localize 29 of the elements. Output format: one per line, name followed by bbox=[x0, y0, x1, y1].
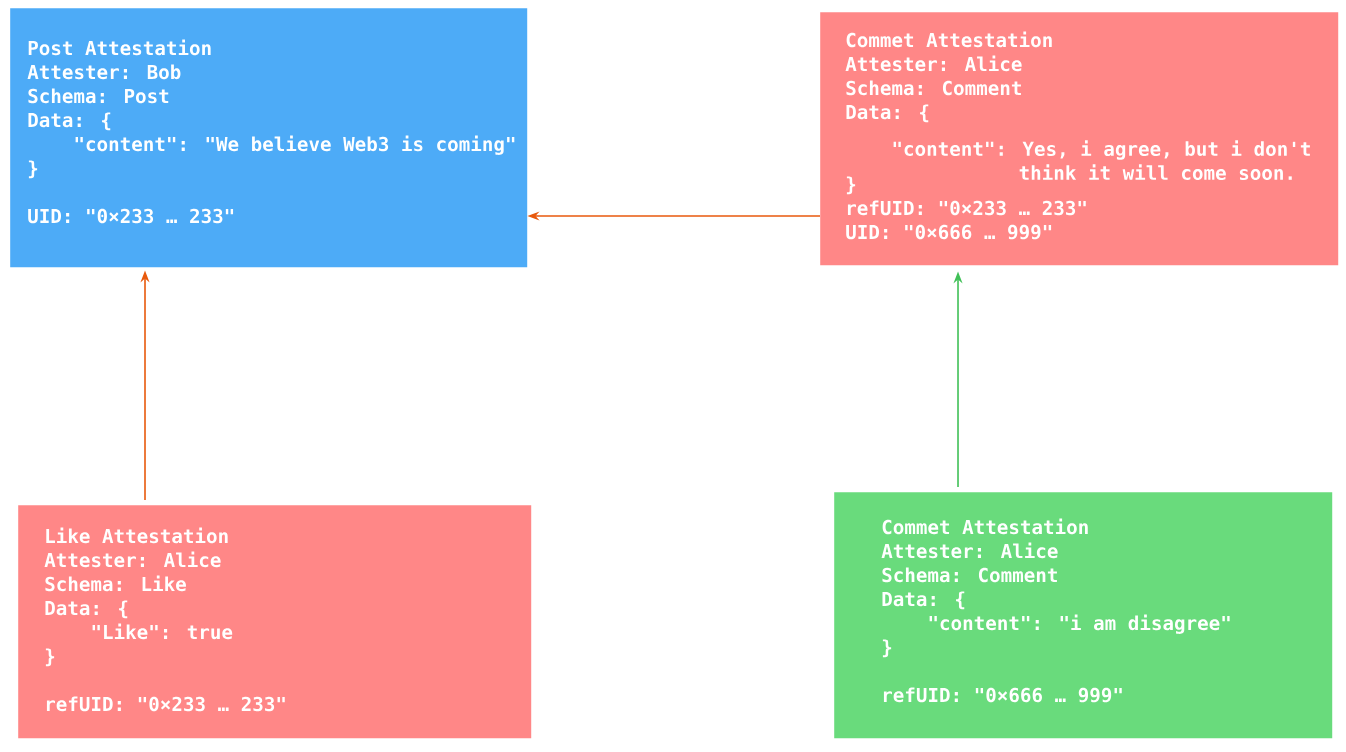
code-line: Data: { bbox=[882, 591, 965, 610]
code-line: } bbox=[882, 639, 892, 658]
code-line: Attester: Bob bbox=[27, 64, 181, 80]
code-line: } bbox=[28, 160, 38, 179]
code-line: Attester: Alice bbox=[881, 542, 1058, 559]
code-line: refUID: "0×233 … 233" bbox=[46, 696, 285, 712]
code-line: refUID: "0×666 … 999" bbox=[883, 687, 1122, 703]
code-line: "content": "i am disagree" bbox=[929, 614, 1230, 634]
code-line: "Like": true bbox=[92, 623, 233, 640]
code-line: Commet Attestation bbox=[882, 518, 1088, 535]
code-line: Like Attestation bbox=[46, 527, 228, 544]
code-line: Data: { bbox=[45, 600, 128, 619]
code-line: refUID: "0×233 … 233" bbox=[847, 200, 1086, 216]
code-line: Schema: Comment bbox=[882, 567, 1057, 583]
code-line: Data: { bbox=[846, 104, 929, 123]
code-line: "content": Yes, i agree, but i don't think it will come soon. bbox=[893, 140, 1310, 181]
code-line: } bbox=[846, 176, 856, 195]
code-line: Attester: Alice bbox=[845, 55, 1022, 72]
code-line: Schema: Comment bbox=[846, 80, 1021, 96]
code-line: Data: { bbox=[28, 112, 111, 131]
code-line: Schema: Post bbox=[28, 88, 169, 104]
code-line: Commet Attestation bbox=[846, 31, 1052, 48]
code-line: "content": "We believe Web3 is coming" bbox=[75, 135, 515, 155]
code-line: Post Attestation bbox=[28, 39, 211, 56]
code-line: UID: "0×233 … 233" bbox=[28, 208, 234, 224]
code-line: UID: "0×666 … 999" bbox=[846, 224, 1052, 240]
code-line: } bbox=[45, 648, 55, 667]
code-line: Attester: Alice bbox=[44, 551, 221, 568]
code-line: Schema: Like bbox=[45, 575, 186, 592]
